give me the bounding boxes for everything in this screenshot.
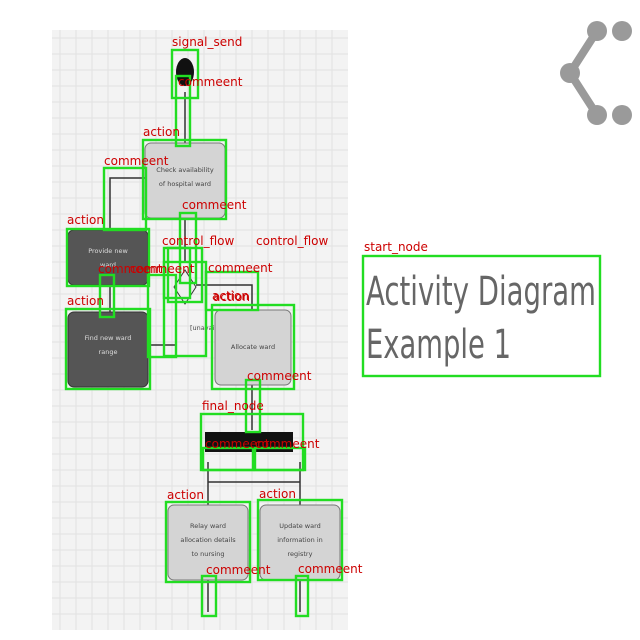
detection-label: commeent xyxy=(206,563,271,577)
detection-box-action xyxy=(65,227,151,288)
detection-label: commeent xyxy=(205,437,270,451)
detection-box-action xyxy=(64,307,152,391)
detection-box-action xyxy=(210,303,296,391)
detection-label: start_node xyxy=(364,240,428,254)
action-update-line-2: information in xyxy=(277,536,323,544)
action-provide-line-2: ward xyxy=(100,261,116,269)
action-relay-line-2: allocation details xyxy=(180,536,236,544)
detection-box-commeent xyxy=(98,273,116,319)
action-check-line-2: of hospital ward xyxy=(159,180,211,188)
action-update-line-3: registry xyxy=(288,550,313,558)
detection-label: commeent xyxy=(247,369,312,383)
detection-label: signal_send xyxy=(172,35,242,49)
detection-label: commeent xyxy=(255,437,320,451)
detection-box-action xyxy=(146,273,178,359)
detection-box-commeent xyxy=(244,378,262,434)
detection-label: commeent xyxy=(298,562,363,576)
title-line-1: Activity Diagram xyxy=(366,269,596,315)
detection-label: commeent xyxy=(130,262,195,276)
action-allocate-line-1: Allocate ward xyxy=(231,343,275,351)
detection-label: commeent xyxy=(98,262,163,276)
detection-box-action xyxy=(141,138,228,221)
action-find-new-ward: Find new ward range xyxy=(67,311,149,388)
detection-box-start-node xyxy=(361,254,602,378)
detection-label: commeent xyxy=(182,198,247,212)
detection-box-commeent xyxy=(174,74,192,148)
detection-box-commeent xyxy=(294,574,310,618)
detection-label: action xyxy=(143,125,180,139)
action-find-line-2: range xyxy=(99,348,118,356)
detection-label: final_node xyxy=(202,399,264,413)
detection-box-commeent xyxy=(204,270,260,312)
detection-box-action xyxy=(164,500,252,584)
action-relay-ward: Relay ward allocation details to nursing xyxy=(167,504,249,581)
action-check-line-1: Check availability xyxy=(156,166,214,174)
detection-box-commeent xyxy=(200,574,218,618)
diagram-title: Activity Diagram Example 1 xyxy=(366,269,596,368)
detection-label: action xyxy=(67,213,104,227)
detection-box-commeent xyxy=(201,446,255,472)
action-update-line-1: Update ward xyxy=(279,522,321,530)
detection-label: action xyxy=(67,294,104,308)
action-provide-line-1: Provide new xyxy=(88,247,128,255)
detection-label: commeent xyxy=(104,154,169,168)
share-network-icon xyxy=(560,21,632,125)
detection-label: commeent xyxy=(178,75,243,89)
detection-label: action xyxy=(212,289,249,303)
detection-box-signal-send xyxy=(170,48,200,100)
detection-label: action xyxy=(213,290,250,304)
detection-label: commeent xyxy=(208,261,273,275)
detection-label: control_flow xyxy=(256,234,328,248)
title-line-2: Example 1 xyxy=(366,322,511,368)
action-find-line-1: Find new ward xyxy=(85,334,132,342)
action-relay-line-1: Relay ward xyxy=(190,522,226,530)
action-relay-line-3: to nursing xyxy=(192,550,225,558)
detection-overlay: signal_sendcommeentactioncommeentcommeen… xyxy=(64,35,602,618)
detection-label: action xyxy=(259,487,296,501)
action-update-ward: Update ward information in registry xyxy=(259,504,341,581)
detection-label: control_flow xyxy=(162,234,234,248)
detection-label: action xyxy=(167,488,204,502)
detection-box-action xyxy=(256,498,344,582)
detection-box-commeent xyxy=(253,446,307,472)
action-provide-new-ward: Provide new ward xyxy=(67,229,149,286)
